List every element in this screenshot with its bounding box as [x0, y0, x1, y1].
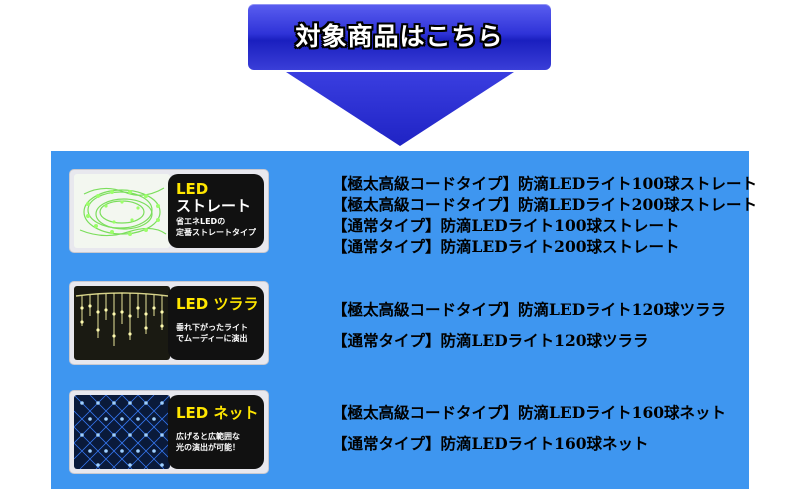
- product-link[interactable]: 【極太高級コードタイプ】防滴LEDライト120球ツララ: [332, 300, 727, 319]
- product-link[interactable]: 【極太高級コードタイプ】防滴LEDライト100球ストレート: [332, 174, 758, 193]
- product-thumb-straight[interactable]: LED ストレート 省エネLEDの 定番ストレートタイプ: [70, 170, 268, 252]
- product-link[interactable]: 【通常タイプ】防滴LEDライト100球ストレート: [332, 216, 680, 235]
- product-label-title: LED ツララ: [176, 295, 259, 313]
- product-label: LED ツララ 垂れ下がったライト でムーディーに演出: [168, 286, 264, 360]
- product-label: LED ネット 広げると広範囲な 光の演出が可能！: [168, 395, 264, 469]
- product-link[interactable]: 【極太高級コードタイプ】防滴LEDライト160球ネット: [332, 403, 727, 422]
- product-label-subtitle: 省エネLEDの 定番ストレートタイプ: [176, 217, 256, 237]
- product-panel: LED ストレート 省エネLEDの 定番ストレートタイプ 【極太高級コードタイプ…: [51, 151, 757, 489]
- product-links-net: 【極太高級コードタイプ】防滴LEDライト160球ネット 【通常タイプ】防滴LED…: [332, 402, 726, 454]
- down-arrow-icon: [286, 72, 514, 146]
- product-link[interactable]: 【通常タイプ】防滴LEDライト200球ストレート: [332, 237, 680, 256]
- green-led-photo: [74, 174, 170, 248]
- product-thumb-net[interactable]: LED ネット 広げると広範囲な 光の演出が可能！: [70, 391, 268, 473]
- product-thumb-icicle[interactable]: LED ツララ 垂れ下がったライト でムーディーに演出: [70, 282, 268, 364]
- product-label-title: LED ネット: [176, 404, 259, 422]
- product-label: LED ストレート 省エネLEDの 定番ストレートタイプ: [168, 174, 264, 248]
- page-title: 対象商品はこちら: [295, 22, 504, 51]
- product-links-icicle: 【極太高級コードタイプ】防滴LEDライト120球ツララ 【通常タイプ】防滴LED…: [332, 299, 726, 351]
- product-link[interactable]: 【通常タイプ】防滴LEDライト160球ネット: [332, 434, 649, 453]
- header-badge: 対象商品はこちら: [248, 4, 551, 70]
- icicle-led-photo: [74, 286, 170, 360]
- product-link[interactable]: 【極太高級コードタイプ】防滴LEDライト200球ストレート: [332, 195, 758, 214]
- net-led-photo: [74, 395, 170, 469]
- product-label-title: LED ストレート: [176, 180, 252, 215]
- product-label-subtitle: 広げると広範囲な 光の演出が可能！: [176, 432, 240, 452]
- product-link[interactable]: 【通常タイプ】防滴LEDライト120球ツララ: [332, 331, 649, 350]
- product-label-subtitle: 垂れ下がったライト でムーディーに演出: [176, 323, 248, 343]
- product-links-straight: 【極太高級コードタイプ】防滴LEDライト100球ストレート 【極太高級コードタイ…: [332, 173, 757, 257]
